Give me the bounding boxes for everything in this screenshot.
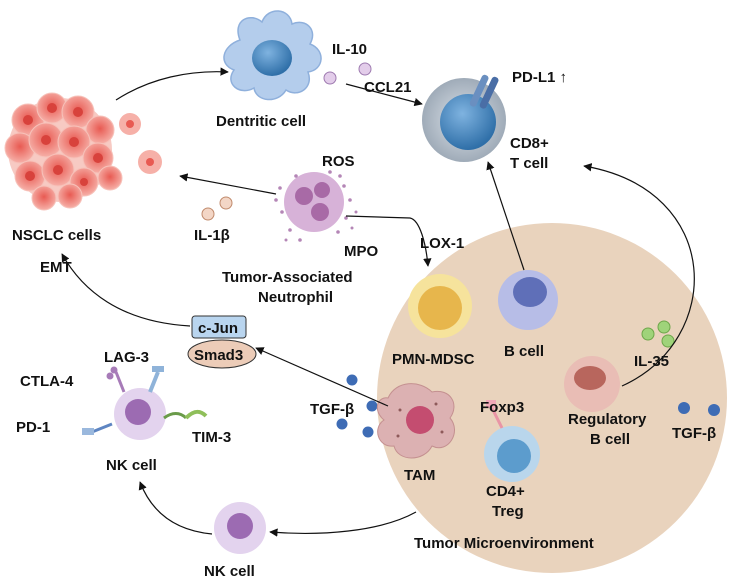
label-il1b: IL-1β [194, 227, 230, 244]
label-cjun: c-Jun [198, 320, 238, 337]
label-dendritic-cell: Dentritic cell [216, 113, 306, 130]
label-nk-cell-bottom: NK cell [204, 563, 255, 580]
label-cd8-line2: T cell [510, 155, 548, 172]
label-tim3: TIM-3 [192, 429, 231, 446]
tumor-cluster-icon [4, 92, 162, 211]
il1b-dot-2 [219, 196, 233, 210]
arrow-nk-to-nktop [138, 481, 213, 535]
label-ctla4: CTLA-4 [20, 373, 74, 390]
label-smad3: Smad3 [194, 347, 243, 364]
arrow-bcell-to-cd8 [486, 161, 525, 271]
label-b-cell: B cell [504, 343, 544, 360]
cd8-t-cell-icon [422, 74, 506, 162]
label-ccl21: CCL21 [364, 79, 412, 96]
label-pdl1: PD-L1 ↑ [512, 69, 567, 86]
label-tam: TAM [404, 467, 435, 484]
arrow-neutrophil-to-tumor [179, 173, 277, 195]
ccl21-dot [358, 62, 372, 76]
label-tan-line2: Neutrophil [258, 289, 333, 306]
arrow-neutrophil-to-mdsc [345, 215, 432, 267]
regulatory-b-cell-icon [564, 356, 620, 412]
label-tan-line1: Tumor-Associated [222, 269, 353, 286]
cjun-box [191, 315, 247, 339]
b-cell-icon [498, 270, 558, 330]
tgfb-right-dots [678, 402, 720, 416]
label-lox1: LOX-1 [420, 235, 464, 252]
il35-dots [641, 320, 675, 348]
label-cd4-line1: CD4+ [486, 483, 525, 500]
il10-dot [323, 71, 337, 85]
dendritic-cell-icon [223, 10, 322, 101]
arrow-regb-to-cd8 [583, 163, 695, 387]
label-tgfb-left: TGF-β [310, 401, 354, 418]
arrow-tumor-to-dc [115, 67, 229, 101]
neutrophil-icon [274, 170, 358, 242]
label-ros: ROS [322, 153, 355, 170]
label-emt: EMT [40, 259, 72, 276]
label-pmn-mdsc: PMN-MDSC [392, 351, 475, 368]
label-pd1: PD-1 [16, 419, 50, 436]
label-cd8-line1: CD8+ [510, 135, 549, 152]
nk-cell-bottom-icon [214, 502, 266, 554]
pmn-mdsc-icon [408, 274, 472, 338]
label-nsclc-cells: NSCLC cells [12, 227, 101, 244]
tam-icon [376, 383, 455, 459]
il1b-dot-1 [201, 207, 215, 221]
label-mpo: MPO [344, 243, 379, 260]
tgfb-left-dots [336, 374, 378, 438]
label-il10: IL-10 [332, 41, 367, 58]
arrow-dc-to-cd8 [345, 83, 423, 107]
label-il35: IL-35 [634, 353, 669, 370]
label-cd4-line2: Treg [492, 503, 524, 520]
label-tgfb-right: TGF-β [672, 425, 716, 442]
cd4-treg-icon [484, 400, 540, 482]
label-lag3: LAG-3 [104, 349, 149, 366]
label-foxp3: Foxp3 [480, 399, 524, 416]
label-nk-cell-top: NK cell [106, 457, 157, 474]
label-reg-line1: Regulatory [568, 411, 647, 428]
label-tme: Tumor Microenvironment [414, 535, 594, 552]
label-reg-line2: B cell [590, 431, 630, 448]
arrow-tme-to-nk [269, 511, 417, 537]
arrow-tam-to-smad3 [255, 347, 389, 407]
nk-cell-icon [82, 366, 208, 440]
arrow-cjun-to-tumor [61, 253, 191, 327]
